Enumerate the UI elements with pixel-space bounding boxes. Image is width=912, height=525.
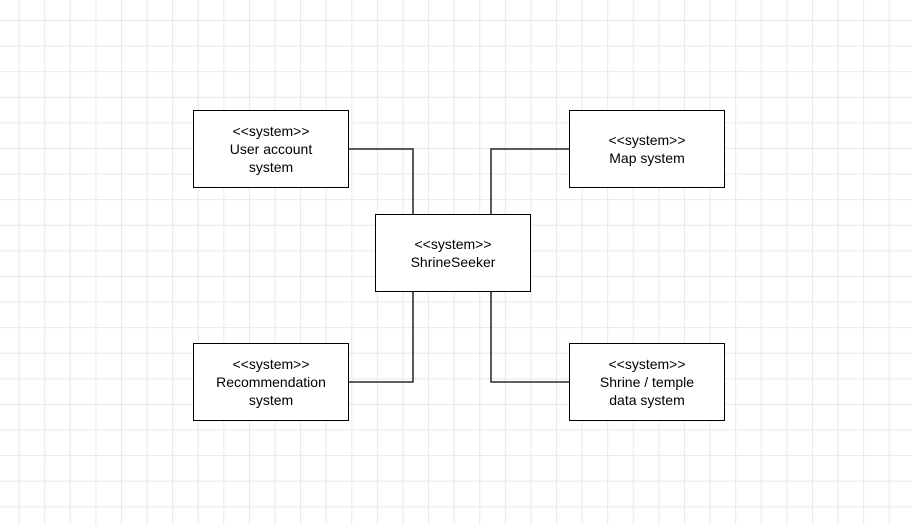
map-name: Map system bbox=[609, 150, 685, 166]
user-account-system-box[interactable]: <<system>> User account system bbox=[193, 110, 349, 188]
shrineseeker-system-box[interactable]: <<system>> ShrineSeeker bbox=[375, 214, 531, 292]
connector-user-account bbox=[349, 148, 414, 214]
shrine-data-name-line1: Shrine / temple bbox=[599, 374, 695, 390]
core-name: ShrineSeeker bbox=[410, 254, 496, 270]
core-stereotype: <<system>> bbox=[414, 236, 492, 252]
shrine-temple-data-system-box[interactable]: <<system>> Shrine / temple data system bbox=[569, 343, 725, 421]
shrine-data-name-line2: data system bbox=[609, 392, 685, 408]
connector-map bbox=[490, 148, 569, 214]
recommendation-name-line2: system bbox=[248, 392, 294, 408]
recommendation-name-line1: Recommendation bbox=[216, 374, 326, 390]
recommendation-system-box[interactable]: <<system>> Recommendation system bbox=[193, 343, 349, 421]
connector-shrine-data bbox=[490, 292, 569, 383]
connector-recommendation bbox=[349, 292, 414, 383]
map-stereotype: <<system>> bbox=[608, 132, 686, 148]
map-system-box[interactable]: <<system>> Map system bbox=[569, 110, 725, 188]
user-account-name-line1: User account bbox=[229, 141, 313, 157]
recommendation-stereotype: <<system>> bbox=[232, 356, 310, 372]
user-account-name-line2: system bbox=[248, 159, 294, 175]
user-account-stereotype: <<system>> bbox=[232, 123, 310, 139]
shrine-data-stereotype: <<system>> bbox=[608, 356, 686, 372]
